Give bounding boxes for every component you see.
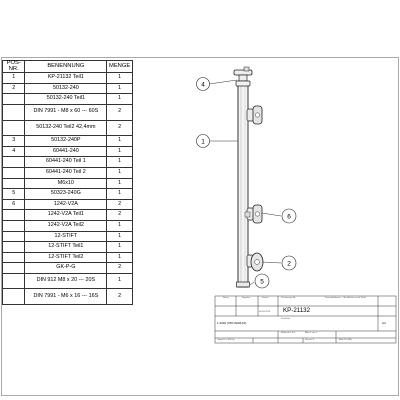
sheet-border bbox=[1, 57, 399, 396]
parts-list-hint: Stückliste bbox=[281, 318, 291, 320]
sheet-size: A4 bbox=[382, 321, 386, 325]
name-cell: DIN 912 M8 x 20 --- 20S bbox=[24, 272, 108, 290]
name-cell: 50132-240 Teil2 42,4mm bbox=[24, 119, 108, 137]
balloon-1: 1 bbox=[196, 134, 210, 148]
field-label-signature: Signatur bbox=[242, 297, 251, 299]
base-cap bbox=[236, 281, 250, 288]
svg-text:6: 6 bbox=[287, 213, 291, 220]
pos-cell bbox=[1, 251, 26, 264]
parts-list-header-row: POS-NR. BENENNUNG MENGE bbox=[1, 59, 133, 74]
upper-glass-clamp bbox=[246, 105, 263, 125]
name-cell: 12-STIFT Teil2 bbox=[24, 251, 108, 264]
pos-cell bbox=[1, 119, 26, 137]
sheet-label: Blatt 1 von 1 bbox=[305, 332, 318, 334]
qty-cell: 2 bbox=[106, 288, 133, 306]
balloon-4: 4 bbox=[196, 77, 210, 91]
balloon-6: 6 bbox=[281, 208, 297, 224]
svg-text:4: 4 bbox=[201, 81, 205, 88]
top-handrail-holder bbox=[233, 66, 253, 87]
post-tube bbox=[237, 84, 249, 288]
title-block-frame bbox=[214, 295, 397, 344]
svg-text:5: 5 bbox=[260, 278, 264, 285]
sheet-ref-label: Blatt 1/1 (A4) bbox=[339, 339, 352, 341]
qty-cell: 2 bbox=[106, 119, 133, 137]
drawing-number: KP-21132 bbox=[283, 307, 311, 314]
header-benennung: BENENNUNG bbox=[24, 59, 108, 74]
qty-cell: 2 bbox=[106, 103, 133, 121]
field-label-date: Datum bbox=[262, 297, 269, 299]
drawing-date: 08.03.2018 bbox=[259, 311, 270, 313]
name-cell: DIN 7991 - M6 x 16 --- 16S bbox=[24, 288, 108, 306]
middle-glass-clamp bbox=[244, 204, 263, 224]
balloon-5: 5 bbox=[254, 273, 270, 289]
drawing-number-label: Zeichnungs-Nr. bbox=[281, 297, 296, 299]
lower-glass-clamp bbox=[246, 252, 264, 272]
leader-lines bbox=[208, 79, 282, 286]
balloon-2: 2 bbox=[281, 255, 297, 271]
scale-label: Maßstab 1:4,5 bbox=[281, 332, 295, 334]
tolerance-note: Freimaßtoleranz · Oberflächen nach Wahl bbox=[325, 297, 366, 299]
title-block: Name Signatur Datum 08.03.2018 Zeichnung… bbox=[215, 296, 396, 343]
material-spec: 1.4301 (X5CrNi18-10) bbox=[217, 321, 247, 325]
pos-cell bbox=[1, 288, 26, 306]
svg-text:1: 1 bbox=[201, 138, 205, 145]
svg-text:2: 2 bbox=[287, 260, 291, 267]
field-label-name: Name bbox=[223, 297, 229, 299]
version-label: Version 1 bbox=[305, 339, 315, 341]
header-pos-nr: POS-NR. bbox=[1, 59, 26, 74]
weight-label: Gewicht: 2.934 kg bbox=[217, 339, 235, 341]
header-menge: MENGE bbox=[106, 59, 133, 74]
qty-cell: 1 bbox=[106, 251, 133, 264]
